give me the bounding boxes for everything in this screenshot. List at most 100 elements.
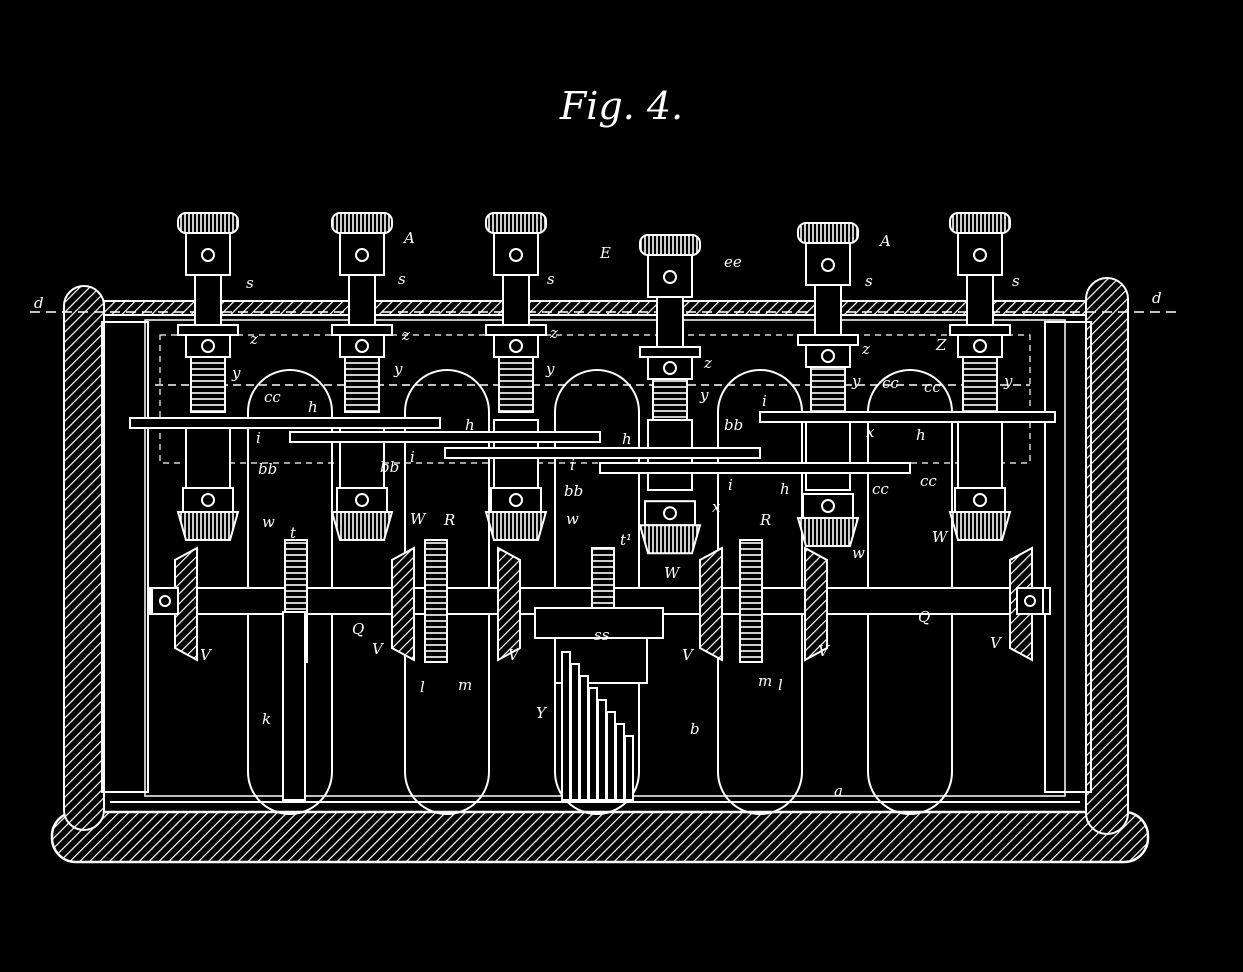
- top-plate: [103, 300, 1087, 316]
- label-W: W: [932, 528, 949, 546]
- label-bb: bb: [724, 416, 743, 434]
- label-bb: bb: [258, 460, 277, 478]
- right-wall: [1085, 277, 1129, 835]
- spring-coil: [190, 356, 226, 413]
- counter-strip-1: [561, 651, 571, 801]
- key-collar: [805, 242, 851, 286]
- label-m: m: [458, 676, 472, 694]
- key-collar: [957, 232, 1003, 276]
- label-V: V: [508, 646, 521, 664]
- label-V: V: [818, 642, 831, 660]
- slide-bar-4: [599, 462, 911, 474]
- nut-screw-icon: [201, 339, 215, 353]
- key-nut: [647, 356, 693, 380]
- label-W: W: [410, 510, 427, 528]
- key-screw-icon: [663, 270, 677, 284]
- bevel-gear-v-4: [699, 546, 723, 662]
- key-collar: [647, 254, 693, 298]
- gear-r-right: [739, 539, 763, 663]
- hub-screw-icon: [201, 493, 215, 507]
- right-inner-frame: [1044, 321, 1092, 793]
- base-plate: [50, 810, 1150, 864]
- key-nut: [185, 334, 231, 358]
- label-w: w: [852, 544, 865, 562]
- key-cap: [949, 212, 1011, 234]
- bevel-wheel-w: [948, 511, 1012, 541]
- label-W: W: [664, 564, 681, 582]
- counter-strip-3: [579, 675, 589, 801]
- label-t1: t¹: [620, 531, 632, 549]
- key-plunger-4: [638, 234, 702, 555]
- key-cap: [177, 212, 239, 234]
- label-s: s: [398, 270, 406, 288]
- label-cc: cc: [872, 480, 889, 498]
- label-Y: Y: [536, 704, 548, 722]
- label-i: i: [728, 476, 733, 494]
- label-a: a: [834, 782, 843, 800]
- key-flange: [177, 324, 239, 336]
- bevel-gear-v-5: [804, 546, 828, 662]
- wheel-hub: [954, 487, 1006, 513]
- label-s: s: [547, 270, 555, 288]
- label-i: i: [762, 392, 767, 410]
- label-z: z: [861, 340, 870, 358]
- key-screw-icon: [509, 248, 523, 262]
- label-V: V: [682, 646, 695, 664]
- key-nut: [957, 334, 1003, 358]
- label-cc: cc: [264, 388, 281, 406]
- spring-coil: [498, 356, 534, 413]
- spring-coil: [344, 356, 380, 413]
- nut-screw-icon: [663, 361, 677, 375]
- label-y: y: [851, 372, 861, 390]
- key-plunger-2: [330, 212, 394, 541]
- key-nut: [493, 334, 539, 358]
- lower-stem: [185, 419, 231, 491]
- label-i: i: [410, 448, 415, 466]
- wheel-hub: [644, 500, 696, 527]
- lower-stem: [339, 419, 385, 491]
- wheel-hub: [182, 487, 234, 513]
- nut-screw-icon: [821, 349, 835, 363]
- figure-title: Fig. 4.: [559, 84, 684, 128]
- key-cap: [797, 222, 859, 244]
- counter-strip-7: [615, 723, 625, 801]
- label-x: x: [866, 423, 875, 441]
- spring-coil: [962, 356, 998, 413]
- lower-stem: [957, 419, 1003, 491]
- label-V: V: [200, 646, 213, 664]
- label-bb: bb: [380, 458, 399, 476]
- label-h: h: [916, 426, 926, 444]
- bearing-screw-icon: [1024, 595, 1036, 607]
- label-A: A: [402, 229, 415, 247]
- slide-bar-5: [759, 411, 1056, 423]
- label-k: k: [262, 710, 271, 728]
- key-flange: [485, 324, 547, 336]
- label-cc: cc: [920, 472, 937, 490]
- guide-slot-2: [404, 369, 490, 815]
- bevel-wheel-w: [176, 511, 240, 541]
- counter-strip-6: [606, 711, 616, 801]
- label-Q: Q: [352, 620, 364, 638]
- label-s: s: [865, 272, 873, 290]
- label-y: y: [545, 360, 555, 378]
- label-z: z: [549, 324, 558, 342]
- bevel-gear-v-2: [391, 546, 415, 662]
- key-flange: [639, 346, 701, 358]
- guide-slot-1: [247, 369, 333, 815]
- nut-screw-icon: [973, 339, 987, 353]
- bearing-screw-icon: [159, 595, 171, 607]
- label-A: A: [878, 232, 891, 250]
- label-m: m: [758, 672, 772, 690]
- bevel-gear-v-3: [497, 546, 521, 662]
- counter-strip-5: [597, 699, 607, 801]
- label-t: t: [290, 524, 297, 542]
- label-z: z: [249, 330, 258, 348]
- label-s: s: [1012, 272, 1020, 290]
- label-s: s: [246, 274, 254, 292]
- wheel-hub: [336, 487, 388, 513]
- key-plunger-5: [796, 222, 860, 547]
- label-V: V: [372, 640, 385, 658]
- hub-screw-icon: [973, 493, 987, 507]
- bevel-wheel-w: [330, 511, 394, 541]
- left-wall: [63, 285, 105, 831]
